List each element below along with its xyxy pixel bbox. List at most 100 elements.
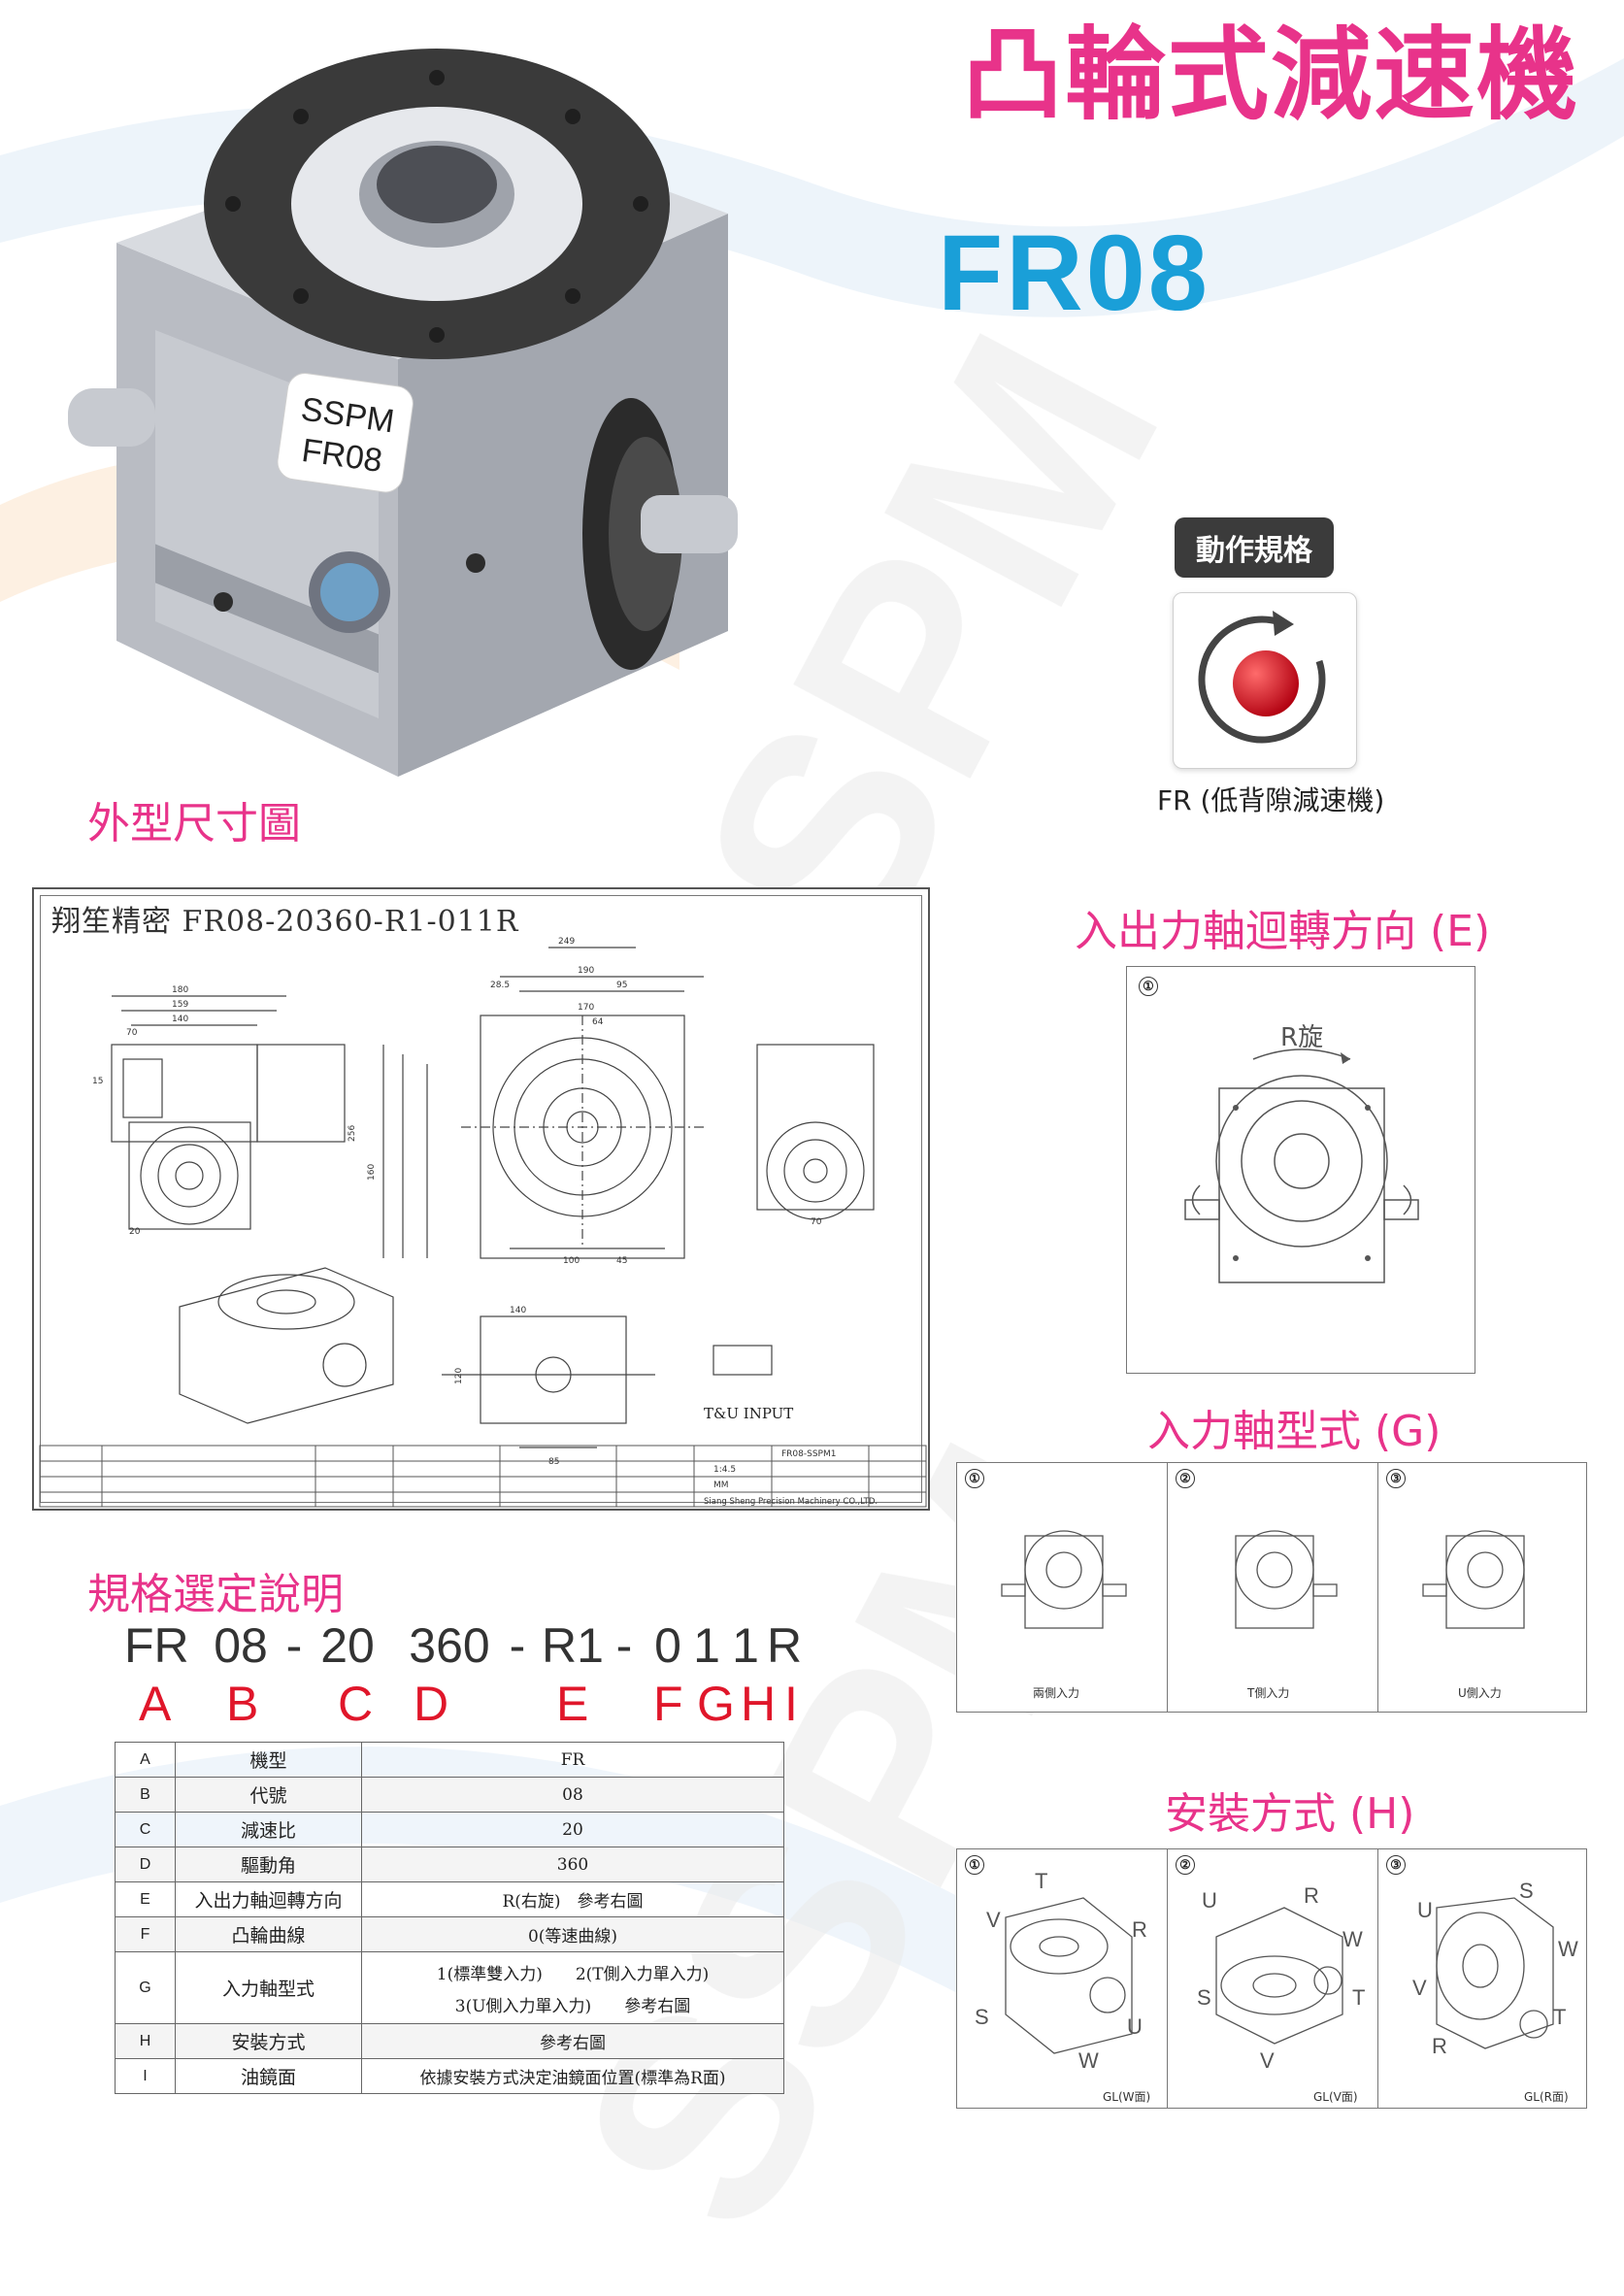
svg-text:S: S <box>1197 1985 1211 2010</box>
svg-text:70: 70 <box>811 1217 822 1227</box>
row-value: 依據安裝方式決定油鏡面位置(標準為R面) <box>361 2058 784 2094</box>
row-key: G <box>115 1951 176 2024</box>
svg-text:170: 170 <box>578 1003 594 1013</box>
svg-text:20: 20 <box>129 1227 141 1237</box>
code-part: 08 <box>214 1618 268 1673</box>
svg-text:256: 256 <box>348 1125 357 1142</box>
row-key: A <box>115 1742 176 1778</box>
svg-text:W: W <box>1558 1937 1578 1961</box>
row-name: 安裝方式 <box>175 2023 362 2059</box>
code-letters: A B C D E F G H I <box>124 1676 843 1734</box>
svg-text:S: S <box>975 2005 989 2029</box>
row-value: 08 <box>361 1777 784 1813</box>
page-title: 凸輪式減速機 <box>961 16 1579 134</box>
code-letter: C <box>338 1677 374 1731</box>
svg-text:W: W <box>1342 1927 1363 1951</box>
row-value: 20 <box>361 1812 784 1847</box>
input-type-panel: ① 兩側入力 ② T側入力 ③ U側入力 <box>956 1462 1587 1713</box>
code-letter: E <box>556 1677 589 1731</box>
input-type-2-caption: T側入力 <box>1247 1686 1290 1700</box>
rotation-panel: ① R旋 <box>1126 966 1475 1374</box>
rotation-indicator-icon <box>1198 611 1326 744</box>
svg-text:159: 159 <box>172 1000 188 1010</box>
svg-text:U: U <box>1417 1898 1433 1922</box>
mounting-3-caption: GL(R面) <box>1524 2090 1569 2104</box>
code-part: 1 <box>693 1618 720 1673</box>
mounting-2-diagram: U R W S T V <box>1197 1883 1365 2073</box>
motion-spec-caption: FR (低背隙減速機) <box>1157 784 1385 816</box>
svg-text:R: R <box>1304 1883 1319 1908</box>
model-name: FR08 <box>938 214 1210 333</box>
code-part: 20 <box>320 1618 375 1673</box>
code-part: 1 <box>732 1618 759 1673</box>
svg-text:45: 45 <box>616 1256 627 1266</box>
mounting-1-caption: GL(W面) <box>1103 2090 1151 2104</box>
mounting-option-3: ③ S U W V T R GL(R面) <box>1378 1849 1588 2108</box>
row-value: 參考右圖 <box>361 2023 784 2059</box>
code-part: 360 <box>409 1618 490 1673</box>
svg-text:120: 120 <box>454 1368 464 1384</box>
row-value: 1(標準雙入力) 2(T側入力單入力) 3(U側入力單入力) 參考右圖 <box>361 1951 784 2024</box>
code-letter: F <box>653 1677 683 1731</box>
motion-spec-button[interactable]: 動作規格 <box>1175 517 1334 578</box>
code-part: - <box>615 1618 633 1673</box>
svg-text:W: W <box>1078 2048 1099 2073</box>
input-type-option-2: ② T側入力 <box>1168 1463 1378 1712</box>
table-row: F 凸輪曲線 0(等速曲線) <box>115 1916 784 1952</box>
code-letter: H <box>741 1677 777 1731</box>
svg-text:R: R <box>1432 2034 1447 2058</box>
input-type-3-diagram <box>1422 1530 1525 1629</box>
drawing-input-label: T&U INPUT <box>704 1405 793 1422</box>
table-row: H 安裝方式 參考右圖 <box>115 2023 784 2059</box>
code-part: - <box>509 1618 526 1673</box>
input-type-1-number: ① <box>965 1469 984 1488</box>
svg-text:R: R <box>1132 1917 1147 1942</box>
svg-text:T: T <box>1035 1869 1047 1893</box>
model-code: FR 08 - 20 360 - R1 - 0 1 1 R <box>124 1617 804 1674</box>
code-part: R1 <box>542 1618 604 1673</box>
input-type-2-number: ② <box>1176 1469 1195 1488</box>
mounting-1-diagram: T V R S U W <box>975 1869 1147 2073</box>
table-row: I 油鏡面 依據安裝方式決定油鏡面位置(標準為R面) <box>115 2058 784 2094</box>
input-type-2-diagram <box>1235 1530 1338 1629</box>
input-type-option-3: ③ U側入力 <box>1378 1463 1588 1712</box>
drawing-company: Siang Sheng Precision Machinery CO.,LTD. <box>704 1497 878 1507</box>
spec-table: A 機型 FR B 代號 08 C 減速比 20 D 驅動角 360 E 入出力… <box>115 1742 784 2094</box>
product-image: SSPM FR08 <box>68 49 738 777</box>
mounting-2-caption: GL(V面) <box>1313 2090 1358 2104</box>
svg-text:U: U <box>1127 2014 1143 2039</box>
svg-text:V: V <box>1412 1976 1427 2000</box>
input-type-heading: 入力軸型式 (G) <box>1147 1407 1442 1456</box>
technical-drawing: 翔笙精密 FR08-20360-R1-011R <box>32 887 930 1511</box>
row-name: 驅動角 <box>175 1847 362 1882</box>
mounting-option-2: ② U R W S T V GL(V面) <box>1168 1849 1378 2108</box>
svg-text:64: 64 <box>592 1017 604 1027</box>
svg-text:100: 100 <box>563 1256 580 1266</box>
row-value: R(右旋) 參考右圖 <box>361 1881 784 1917</box>
svg-text:160: 160 <box>367 1164 377 1181</box>
mounting-2-number: ② <box>1176 1855 1195 1875</box>
row-value: FR <box>361 1742 784 1778</box>
row-key: F <box>115 1916 176 1952</box>
row-name: 入力軸型式 <box>175 1951 362 2024</box>
rotation-panel-number: ① <box>1139 977 1158 996</box>
row-key: E <box>115 1881 176 1917</box>
row-name: 油鏡面 <box>175 2058 362 2094</box>
row-key: C <box>115 1812 176 1847</box>
svg-text:S: S <box>1519 1879 1534 1903</box>
svg-text:28.5: 28.5 <box>490 981 510 990</box>
mounting-1-number: ① <box>965 1855 984 1875</box>
svg-text:249: 249 <box>558 937 575 947</box>
input-type-3-number: ③ <box>1386 1469 1406 1488</box>
row-name: 入出力軸迴轉方向 <box>175 1881 362 1917</box>
row-value-line1: 1(標準雙入力) 2(T側入力單入力) <box>436 1964 710 1984</box>
outline-heading: 外型尺寸圖 <box>87 799 301 849</box>
table-row: D 驅動角 360 <box>115 1847 784 1882</box>
rotation-heading: 入出力軸迴轉方向 (E) <box>1075 907 1491 956</box>
motion-spec-card <box>1173 592 1357 769</box>
row-value-line2: 3(U側入力單入力) 參考右圖 <box>454 1996 691 2016</box>
code-letter: B <box>226 1677 259 1731</box>
code-part: R <box>766 1618 803 1673</box>
svg-text:70: 70 <box>126 1028 138 1038</box>
